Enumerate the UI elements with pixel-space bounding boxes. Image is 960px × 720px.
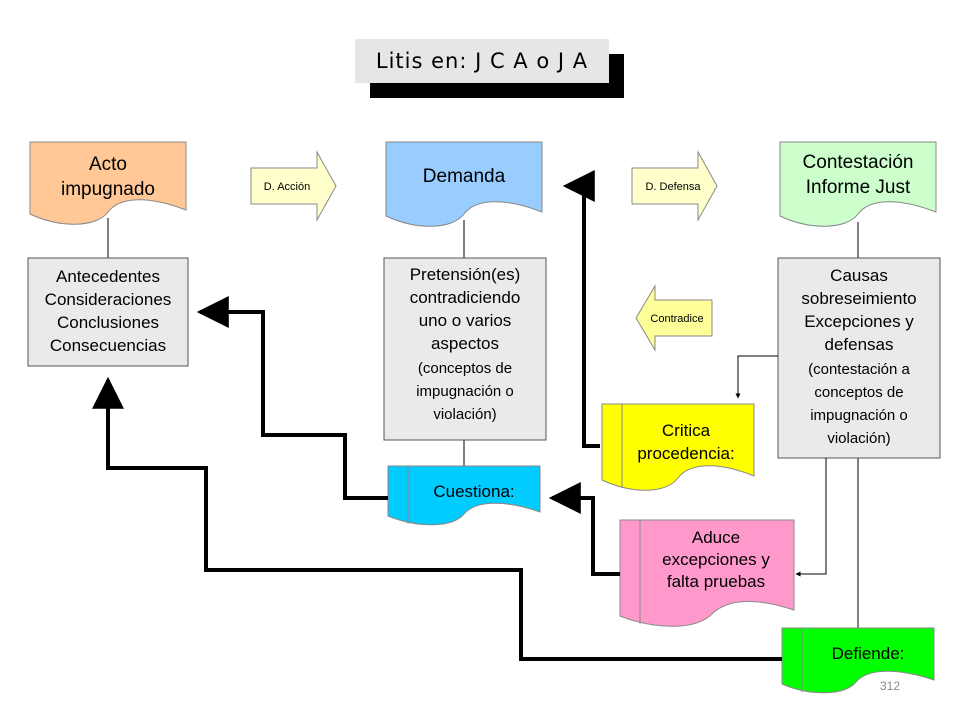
demanda-box-subline: (conceptos de <box>418 360 512 377</box>
demanda-box-subline: violación) <box>433 406 496 423</box>
defensa-label: D. Defensa <box>645 181 701 193</box>
contestacion-box-subline: violación) <box>827 430 890 447</box>
contestacion-line1: Contestación <box>803 152 914 173</box>
title-text: Litis en: J C A o J A <box>376 49 588 73</box>
critica-shape: Critica procedencia: <box>601 403 755 491</box>
block-arrow-contradice: Contradice <box>635 284 713 352</box>
cuestiona-shape: Cuestiona: <box>387 465 541 526</box>
contestacion-box-subline: conceptos de <box>814 384 903 401</box>
block-arrow-accion: D. Acción <box>250 150 337 222</box>
thin-arrows <box>735 355 827 577</box>
block-arrow-defensa: D. Defensa <box>631 150 718 222</box>
acto-box-line: Antecedentes <box>56 267 160 286</box>
contestacion-box-line: sobreseimiento <box>801 289 916 308</box>
demanda-box-line: aspectos <box>431 334 499 353</box>
contestacion-box: Causas sobreseimiento Excepciones y defe… <box>777 257 941 459</box>
connector-lines <box>107 218 859 628</box>
demanda-doc: Demanda <box>385 141 543 227</box>
thick-arrows <box>92 170 782 661</box>
contestacion-box-line: Causas <box>830 266 888 285</box>
demanda-box-line: contradiciendo <box>410 288 521 307</box>
contestacion-box-subline: impugnación o <box>810 407 908 424</box>
contestacion-box-line: defensas <box>825 335 894 354</box>
acto-box-line: Consecuencias <box>50 336 166 355</box>
aduce-line3: falta pruebas <box>667 572 765 591</box>
accion-label: D. Acción <box>264 181 310 193</box>
defiende-label: Defiende: <box>832 644 905 663</box>
demanda-box: Pretensión(es) contradiciendo uno o vari… <box>383 257 547 441</box>
demanda-label: Demanda <box>423 166 506 187</box>
aduce-shape: Aduce excepciones y falta pruebas <box>619 519 795 627</box>
title-box: Litis en: J C A o J A <box>355 39 624 98</box>
acto-box-line: Consideraciones <box>45 290 172 309</box>
demanda-box-line: uno o varios <box>419 311 512 330</box>
acto-box: Antecedentes Consideraciones Conclusione… <box>27 257 189 367</box>
acto-line1: Acto <box>89 154 127 175</box>
contestacion-box-line: Excepciones y <box>804 312 914 331</box>
contestacion-doc: Contestación Informe Just <box>779 141 937 227</box>
aduce-line2: excepciones y <box>662 550 770 569</box>
demanda-box-subline: impugnación o <box>416 383 514 400</box>
contestacion-box-subline: (contestación a <box>808 361 910 378</box>
defiende-shape: Defiende: <box>781 627 935 694</box>
contestacion-line2: Informe Just <box>806 177 911 198</box>
acto-box-line: Conclusiones <box>57 313 159 332</box>
acto-doc: Acto impugnado <box>29 141 187 225</box>
page-number: 312 <box>880 679 900 693</box>
acto-line2: impugnado <box>61 179 155 200</box>
demanda-box-line: Pretensión(es) <box>410 265 521 284</box>
critica-line2: procedencia: <box>637 444 734 463</box>
aduce-line1: Aduce <box>692 528 740 547</box>
critica-line1: Critica <box>662 421 711 440</box>
contradice-label: Contradice <box>650 313 703 325</box>
cuestiona-label: Cuestiona: <box>433 482 514 501</box>
